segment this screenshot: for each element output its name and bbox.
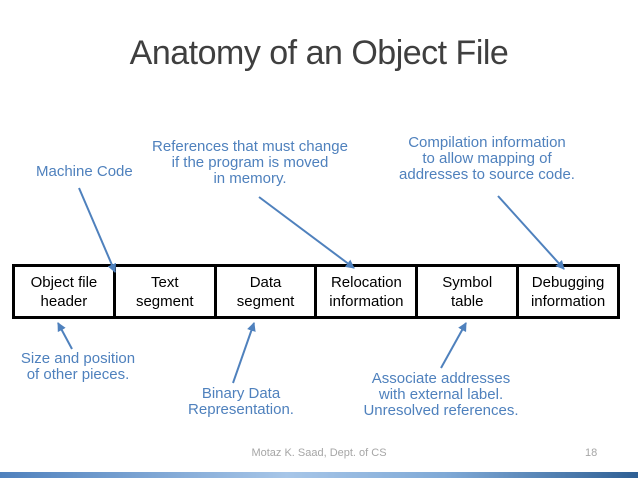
box-object-file-header: Object file header	[15, 267, 116, 316]
box-data-segment: Data segment	[217, 267, 318, 316]
object-file-layout-table: Object file header Text segment Data seg…	[12, 264, 620, 319]
annotation-compilation-information: Compilation information to allow mapping…	[399, 134, 575, 183]
annotation-binary-data: Binary Data Representation.	[188, 385, 294, 418]
arrow-references-to-relocation-information	[258, 196, 355, 269]
annotation-associate-addresses: Associate addresses with external label.…	[363, 370, 519, 419]
box-text-segment: Text segment	[116, 267, 217, 316]
annotation-machine-code: Machine Code	[36, 163, 133, 180]
box-relocation-information: Relocation information	[317, 267, 419, 316]
arrow-compilation-to-debugging-information	[497, 195, 565, 270]
bottom-accent-bar	[0, 472, 638, 478]
annotation-relocation-references: References that must change if the progr…	[152, 138, 348, 187]
arrow-machine-code-to-text-segment	[78, 187, 116, 273]
page-number: 18	[585, 447, 598, 459]
arrow-associate-to-symbol-table	[440, 322, 467, 369]
footer-credit: Motaz K. Saad, Dept. of CS	[251, 447, 387, 459]
arrow-size-position-to-object-file-header	[57, 322, 73, 350]
box-symbol-table: Symbol table	[418, 267, 520, 316]
arrow-binary-data-to-data-segment	[232, 322, 256, 384]
annotation-size-and-position: Size and position of other pieces.	[20, 350, 136, 383]
box-debugging-information: Debugging information	[530, 273, 606, 310]
slide-title: Anatomy of an Object File	[129, 34, 509, 72]
